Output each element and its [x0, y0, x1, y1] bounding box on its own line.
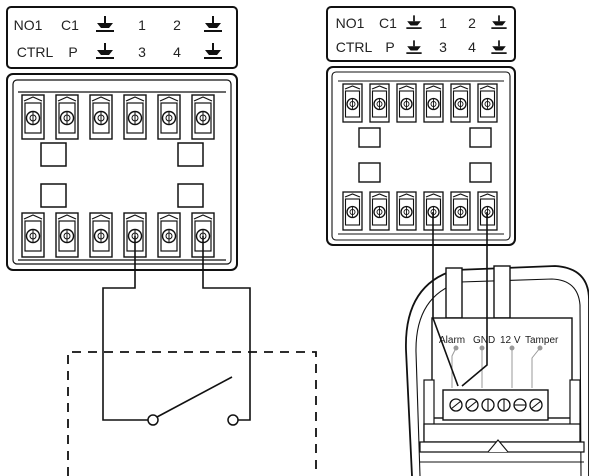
right-label-ctrl: CTRL — [336, 39, 373, 55]
right-label-no1: NO1 — [336, 15, 365, 31]
screw-terminal-icon — [450, 83, 471, 123]
sensor-label-gnd: GND — [473, 335, 495, 346]
left-wire-terminal-4 — [202, 236, 251, 421]
left-label-c1: C1 — [61, 17, 79, 33]
screw-terminal-icon — [21, 212, 45, 258]
right-wire-terminal-3 — [432, 212, 459, 387]
left-bottom-terminals — [18, 212, 226, 261]
left-label-ctrl: CTRL — [17, 44, 54, 60]
screw-terminal-icon — [477, 83, 498, 123]
left-mount-square — [40, 183, 67, 208]
left-label-p: P — [68, 44, 77, 60]
screw-terminal-icon — [481, 398, 495, 412]
screw-terminal-icon — [369, 83, 390, 123]
right-label-c1: C1 — [379, 15, 397, 31]
right-top-terminals — [338, 80, 504, 123]
screw-terminal-icon — [449, 398, 463, 412]
sensor-label-12v: 12 V — [500, 335, 521, 346]
screw-terminal-icon — [89, 212, 113, 258]
sensor-label-tamper: Tamper — [525, 335, 559, 346]
sensor-housing: Alarm GND 12 V Tamper — [405, 265, 589, 476]
right-label-p: P — [385, 39, 394, 55]
screw-terminal-icon — [497, 398, 511, 412]
screw-terminal-icon — [89, 94, 113, 140]
right-label-1: 1 — [439, 15, 447, 31]
switch-icon — [147, 376, 239, 426]
left-label-no1: NO1 — [14, 17, 43, 33]
screw-terminal-icon — [450, 191, 471, 231]
right-bottom-terminals — [338, 191, 504, 235]
screw-terminal-icon — [157, 212, 181, 258]
right-label-4: 4 — [468, 39, 476, 55]
right-mount-square — [469, 127, 492, 148]
screw-terminal-icon — [342, 83, 363, 123]
screw-terminal-icon — [55, 212, 79, 258]
left-label-1: 1 — [138, 17, 146, 33]
screw-terminal-icon — [369, 191, 390, 231]
screw-terminal-icon — [191, 94, 215, 140]
switch-enclosure-dashed — [67, 351, 317, 476]
screw-terminal-icon — [465, 398, 479, 412]
right-mount-square — [358, 127, 381, 148]
left-wire-terminal-3 — [102, 236, 150, 421]
left-top-terminals — [18, 91, 226, 140]
left-mount-square — [40, 142, 67, 167]
right-wire-terminal-4 — [461, 212, 488, 387]
left-label-2: 2 — [173, 17, 181, 33]
screw-terminal-icon — [123, 94, 147, 140]
sensor-base — [423, 423, 581, 443]
right-mount-square — [469, 162, 492, 183]
screw-terminal-icon — [157, 94, 181, 140]
screw-terminal-icon — [342, 191, 363, 231]
sensor-bracket — [493, 265, 511, 319]
sensor-leader-lines — [451, 345, 543, 388]
screw-terminal-icon — [423, 83, 444, 123]
sensor-bracket — [445, 267, 463, 319]
screw-terminal-icon — [55, 94, 79, 140]
left-device: NO1 C1 1 2 CTRL P 3 4 — [6, 6, 317, 476]
left-mount-square — [177, 183, 204, 208]
right-mount-square — [358, 162, 381, 183]
screw-terminal-icon — [529, 398, 543, 412]
screw-terminal-icon — [21, 94, 45, 140]
sensor-label-alarm: Alarm — [439, 335, 465, 346]
right-label-2: 2 — [468, 15, 476, 31]
left-mount-square — [177, 142, 204, 167]
left-label-panel — [6, 6, 238, 69]
left-label-3: 3 — [138, 44, 146, 60]
right-device: NO1 C1 1 2 CTRL P 3 4 — [326, 6, 589, 476]
left-label-4: 4 — [173, 44, 181, 60]
screw-terminal-icon — [513, 398, 527, 412]
right-label-panel — [326, 6, 516, 62]
screw-terminal-icon — [396, 191, 417, 231]
right-label-3: 3 — [439, 39, 447, 55]
screw-terminal-icon — [396, 83, 417, 123]
